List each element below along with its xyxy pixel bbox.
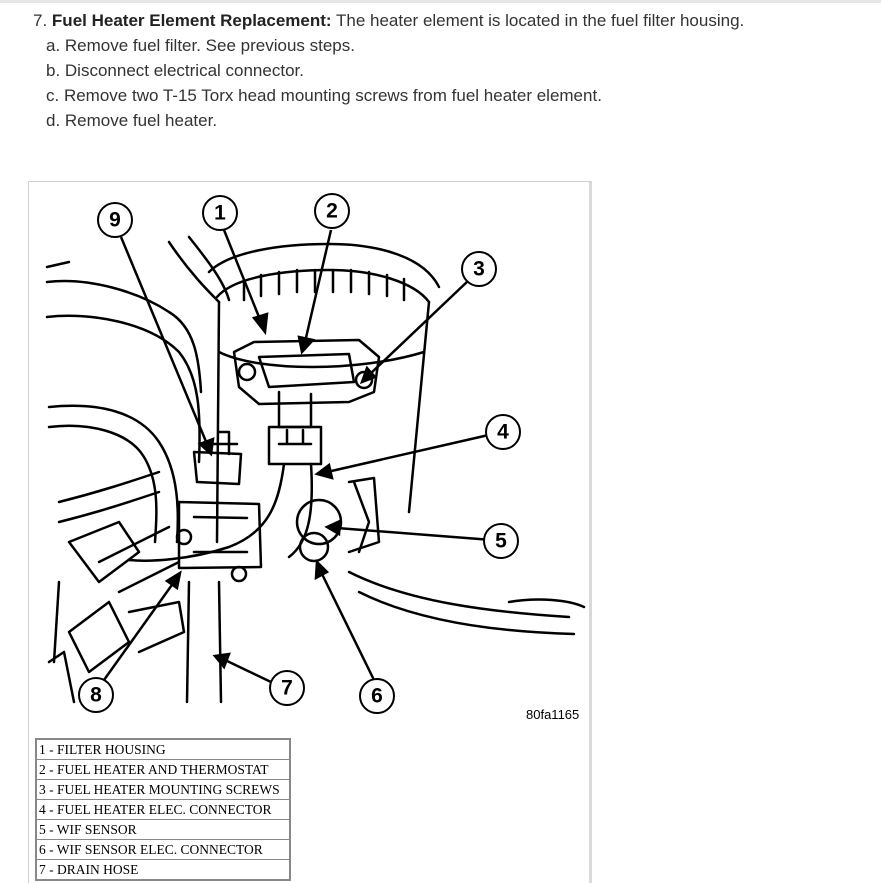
substep-item: c. Remove two T-15 Torx head mounting sc… xyxy=(46,86,602,105)
callout-label-8: 8 xyxy=(90,684,102,707)
parts-legend-table: 1 - FILTER HOUSING 2 - FUEL HEATER AND T… xyxy=(35,738,291,881)
callout-2 xyxy=(314,193,350,229)
instruction-step: 7. Fuel Heater Element Replacement: The … xyxy=(33,8,873,133)
diagram-figure: 1 2 3 4 5 6 7 8 9 80fa1165 1 - FILTER HO… xyxy=(28,181,592,883)
legend-row: 1 - FILTER HOUSING xyxy=(35,738,291,760)
callout-7 xyxy=(269,670,305,706)
callout-5 xyxy=(483,523,519,559)
fuel-filter-illustration: 1 2 3 4 5 6 7 8 9 80fa1165 xyxy=(45,193,586,722)
callout-label-2: 2 xyxy=(326,200,338,223)
legend-row: 3 - FUEL HEATER MOUNTING SCREWS xyxy=(35,779,291,800)
legend-cell: 4 - FUEL HEATER ELEC. CONNECTOR xyxy=(35,799,291,820)
figure-code: 80fa1165 xyxy=(526,707,579,722)
legend-cell: 3 - FUEL HEATER MOUNTING SCREWS xyxy=(35,779,291,800)
substep-list: a. Remove fuel filter. See previous step… xyxy=(33,33,873,133)
callout-label-6: 6 xyxy=(371,685,383,708)
step-number: 7. xyxy=(33,11,48,30)
legend-cell: 1 - FILTER HOUSING xyxy=(35,738,291,760)
substep-item: a. Remove fuel filter. See previous step… xyxy=(46,36,355,55)
callout-6 xyxy=(359,678,395,714)
legend-cell: 7 - DRAIN HOSE xyxy=(35,859,291,881)
legend-row: 2 - FUEL HEATER AND THERMOSTAT xyxy=(35,759,291,780)
callout-label-5: 5 xyxy=(495,530,507,553)
step-description: The heater element is located in the fue… xyxy=(336,11,745,30)
callout-label-7: 7 xyxy=(281,677,293,700)
step-heading: 7. Fuel Heater Element Replacement: The … xyxy=(33,8,873,33)
callout-label-4: 4 xyxy=(497,421,509,444)
callout-label-3: 3 xyxy=(473,258,485,281)
legend-row: 4 - FUEL HEATER ELEC. CONNECTOR xyxy=(35,799,291,820)
step-title: Fuel Heater Element Replacement: xyxy=(51,11,332,30)
legend-row: 7 - DRAIN HOSE xyxy=(35,859,291,881)
legend-cell: 2 - FUEL HEATER AND THERMOSTAT xyxy=(35,759,291,780)
top-divider xyxy=(0,0,881,3)
callout-label-9: 9 xyxy=(109,209,121,232)
substep-item: d. Remove fuel heater. xyxy=(46,111,218,130)
callout-9 xyxy=(97,202,133,238)
legend-row: 5 - WIF SENSOR xyxy=(35,819,291,840)
callout-3 xyxy=(461,251,497,287)
legend-row: 6 - WIF SENSOR ELEC. CONNECTOR xyxy=(35,839,291,860)
substep-item: b. Disconnect electrical connector. xyxy=(46,61,304,80)
callout-label-1: 1 xyxy=(214,202,226,225)
callout-8 xyxy=(78,677,114,713)
legend-cell: 6 - WIF SENSOR ELEC. CONNECTOR xyxy=(35,839,291,860)
legend-cell: 5 - WIF SENSOR xyxy=(35,819,291,840)
callout-4 xyxy=(485,414,521,450)
callout-1 xyxy=(202,195,238,231)
